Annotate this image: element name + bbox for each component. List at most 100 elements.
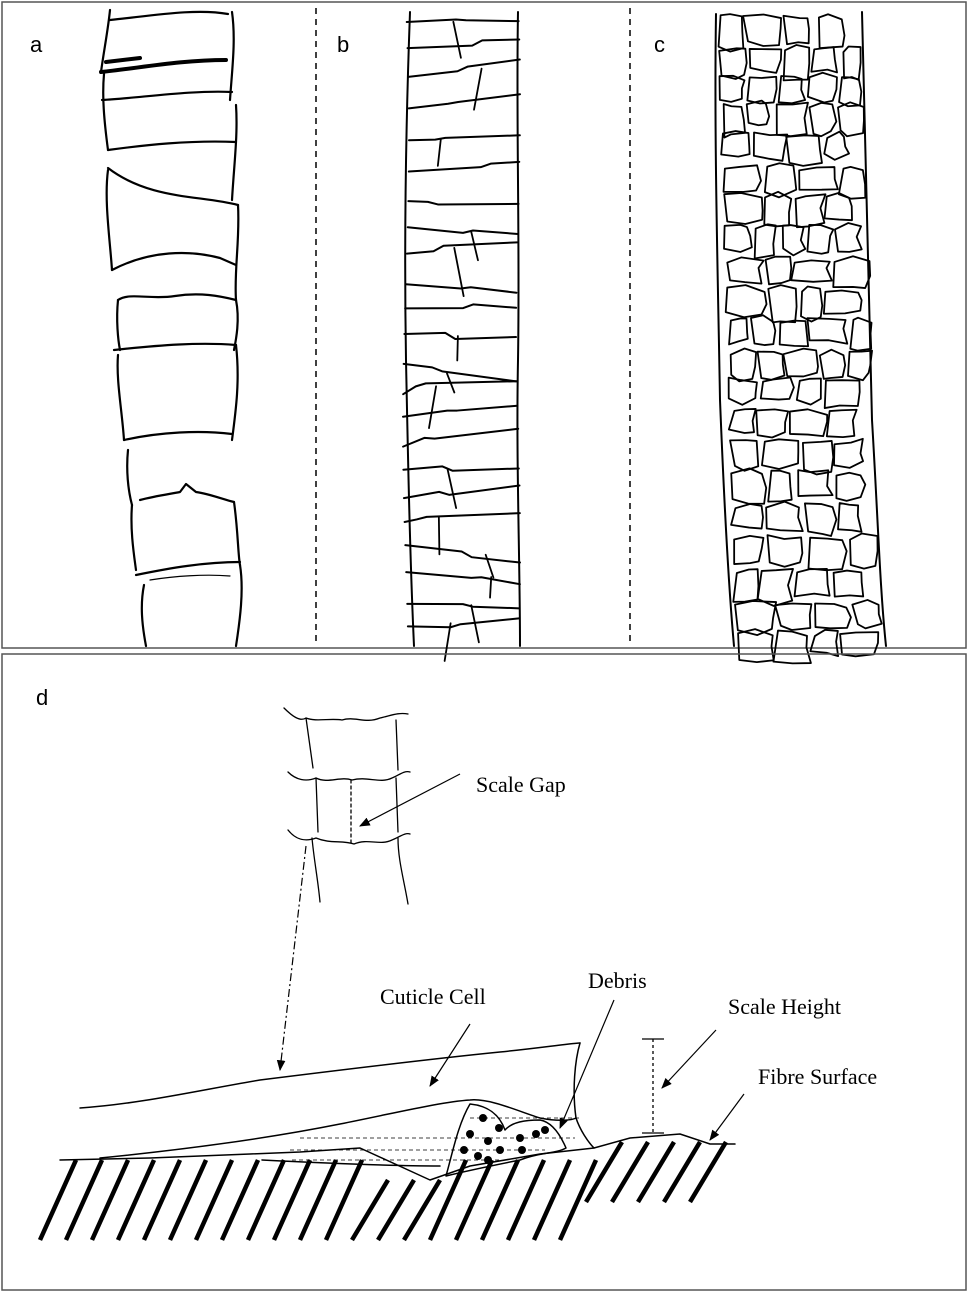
panel-a-letter: a	[30, 32, 43, 57]
cuticle-edge	[849, 316, 873, 352]
cuticle-edge	[489, 576, 493, 599]
cuticle-edge	[823, 192, 853, 222]
cuticle-edge	[808, 101, 838, 138]
cuticle-edge	[837, 101, 865, 138]
cuticle-edge	[809, 628, 840, 658]
cuticle-edge	[837, 166, 867, 200]
cuticle-edge	[767, 469, 793, 503]
cuticle-edge	[782, 44, 811, 82]
scale-gap-arrow	[359, 773, 461, 827]
cuticle-edge	[405, 18, 520, 23]
panel-d-letter: d	[36, 685, 48, 710]
hatch-stroke	[63, 1159, 105, 1241]
hatch-stroke	[662, 1140, 702, 1204]
cuticle-edge	[835, 471, 867, 502]
cuticle-edge	[408, 134, 521, 142]
cuticle-edge	[800, 285, 824, 323]
cuticle-edge	[775, 101, 809, 137]
hatch-stroke	[141, 1159, 183, 1241]
cuticle-edge	[804, 502, 838, 537]
scale-height-bracket	[642, 1038, 664, 1134]
cuticle-edge	[405, 241, 519, 255]
cuticle-edge	[402, 465, 520, 472]
top-frame	[1, 1, 967, 649]
hatch-stroke	[37, 1159, 79, 1241]
cuticle-edge	[847, 349, 873, 382]
cuticle-edge	[403, 512, 521, 523]
cuticle-edge	[406, 38, 521, 50]
hatch-stroke	[402, 1178, 442, 1242]
cuticle-edge	[723, 223, 753, 253]
cuticle-edge	[756, 568, 794, 607]
cuticle-edge	[753, 223, 777, 260]
cuticle-edge	[763, 162, 798, 199]
cuticle-edge	[748, 48, 783, 74]
cuticle-edge	[832, 255, 872, 289]
hatch-stroke	[636, 1140, 676, 1204]
cuticle-edge	[452, 20, 462, 59]
fibre-surface-line	[59, 1133, 736, 1181]
cuticle-edge	[823, 379, 861, 409]
cuticle-cell-arrow	[429, 1023, 471, 1087]
cuticle-edge	[446, 468, 458, 509]
cuticle-edge	[818, 348, 847, 380]
hatch-stroke	[610, 1140, 650, 1204]
cuticle-edge	[720, 130, 751, 158]
cuticle-edge	[406, 617, 520, 629]
cuticle-edge	[407, 200, 520, 206]
hatch-stroke	[531, 1159, 573, 1241]
hatch-stroke	[557, 1159, 599, 1241]
cuticle-edge	[842, 45, 862, 81]
cuticle-cell	[79, 1042, 595, 1167]
cuticle-edge	[406, 602, 521, 610]
cuticle-edge	[833, 437, 864, 469]
cuticle-edge	[726, 256, 765, 285]
fibre-b-drawing	[402, 11, 521, 662]
cuticle-edge	[766, 534, 804, 568]
cuticle-edge	[838, 76, 863, 108]
cuticle-edge	[718, 47, 748, 80]
cuticle-edge	[729, 439, 760, 472]
hatch-stroke	[350, 1178, 390, 1242]
cuticle-edge	[774, 602, 813, 631]
cuticle-edge	[810, 46, 838, 74]
hatch-stroke	[505, 1159, 547, 1241]
hatch-stroke	[167, 1159, 209, 1241]
cuticle-edge	[782, 347, 819, 378]
fibre-a-drawing	[99, 8, 243, 648]
cuticle-edge	[788, 408, 829, 438]
debris-arrow	[559, 999, 615, 1129]
hatch-stroke	[688, 1140, 728, 1204]
cuticle-edge	[405, 571, 521, 586]
cuticle-edge	[837, 502, 863, 533]
cuticle-edge	[806, 317, 849, 345]
cuticle-edge	[402, 362, 518, 383]
label-arrows	[359, 773, 745, 1141]
hatch-stroke	[376, 1178, 416, 1242]
cuticle-edge	[727, 408, 757, 434]
cuticle-edge	[772, 629, 812, 665]
cuticle-edge	[723, 192, 764, 225]
cuticle-edge	[765, 500, 804, 533]
bottom-frame	[1, 653, 967, 1291]
hatch-stroke	[219, 1159, 261, 1241]
cuticle-edge	[851, 599, 883, 630]
cuticle-edge	[794, 193, 827, 229]
cuticle-edge	[742, 13, 782, 47]
fibre-surface-arrow	[709, 1093, 745, 1141]
cuticle-edge	[764, 255, 793, 286]
hatch-stroke	[427, 1159, 469, 1241]
hatch-stroke	[297, 1159, 339, 1241]
cuticle-edge	[402, 404, 519, 418]
cuticle-edge	[790, 259, 833, 283]
cuticle-edge	[832, 569, 865, 598]
detail-pointer	[276, 845, 307, 1072]
panel-c-letter: c	[654, 32, 665, 57]
cuticle-edge	[727, 376, 758, 406]
cuticle-edge	[767, 284, 798, 324]
cuticle-edge	[724, 284, 768, 319]
cuticle-edge	[729, 347, 758, 383]
cuticle-edge	[428, 385, 437, 429]
cuticle-edge	[822, 289, 863, 315]
